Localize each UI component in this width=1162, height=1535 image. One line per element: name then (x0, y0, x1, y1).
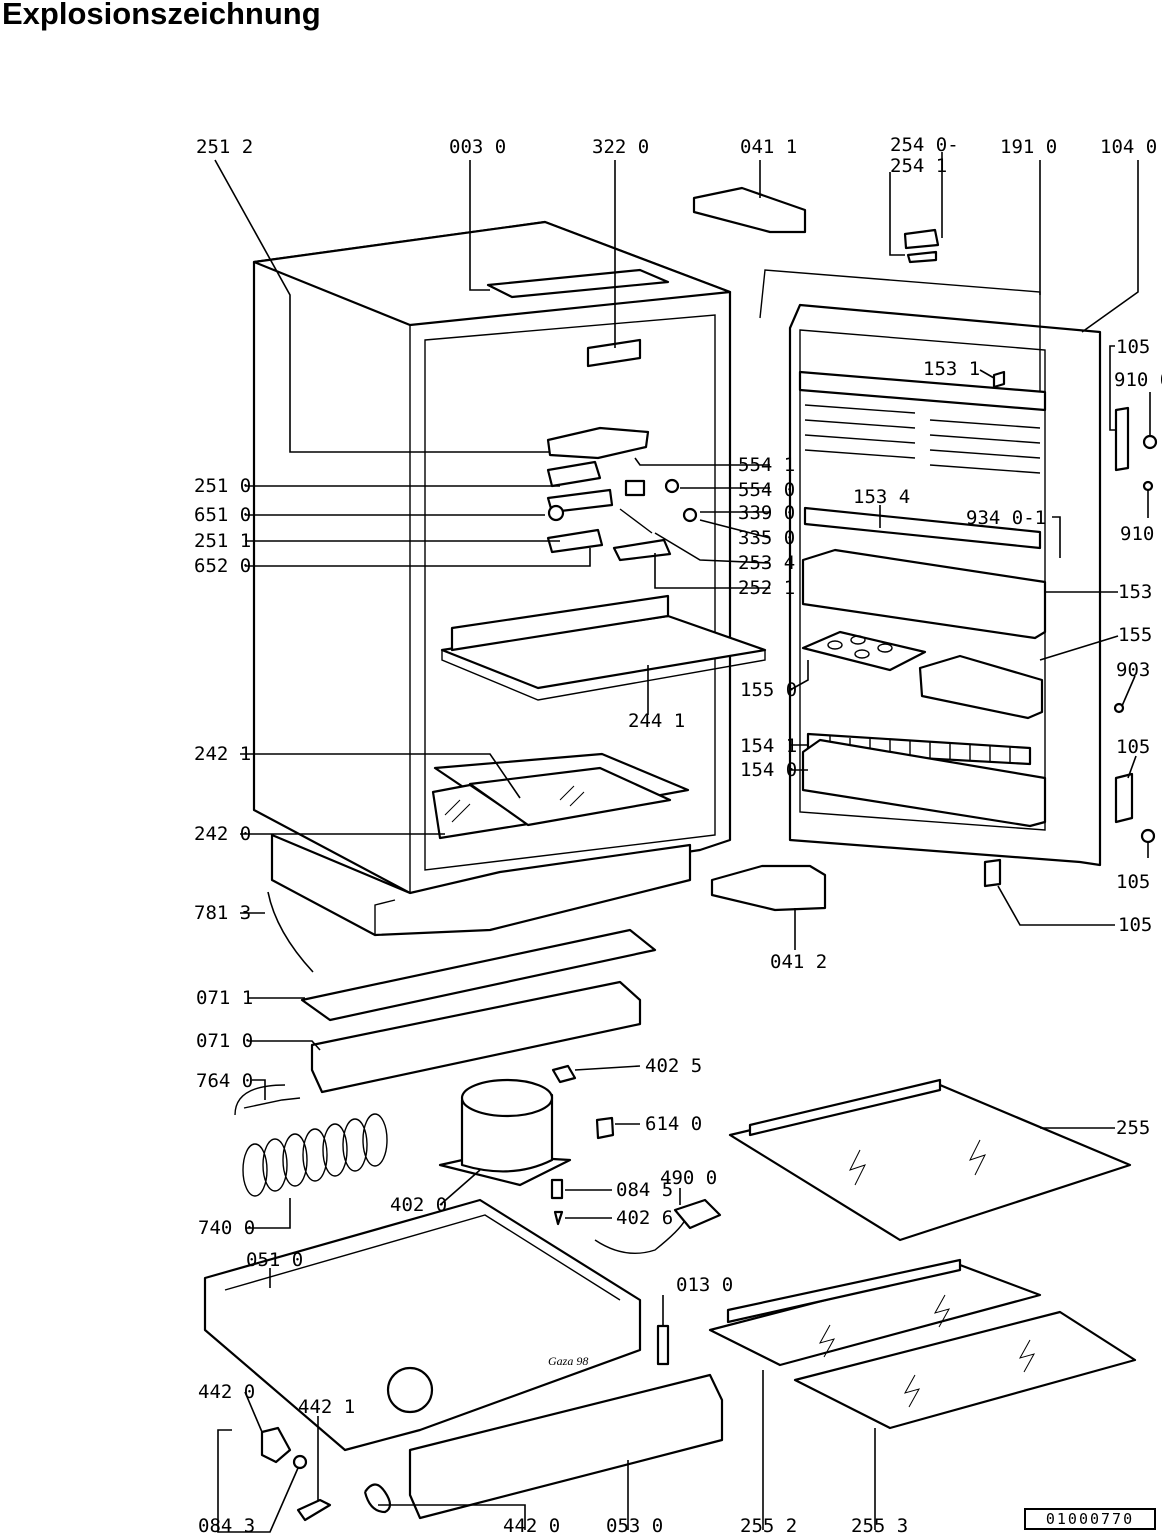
label-071-1: 071 1 (196, 987, 253, 1009)
label-105-0: 105 0 (1118, 914, 1162, 936)
label-402-6: 402 6 (616, 1207, 673, 1229)
label-652-0: 652 0 (194, 555, 251, 577)
label-614-0: 614 0 (645, 1113, 702, 1135)
label-244-1: 244 1 (628, 710, 685, 732)
label-322-0: 322 0 (592, 136, 649, 158)
label-071-0: 071 0 (196, 1030, 253, 1052)
label-740-0: 740 0 (198, 1217, 255, 1239)
label-910-1: 910 1 (1120, 523, 1162, 545)
label-041-2: 041 2 (770, 951, 827, 973)
label-105-9: 105 9 (1116, 336, 1162, 358)
label-554-1: 554 1 (738, 454, 795, 476)
label-255-3: 255 3 (851, 1515, 908, 1535)
leader-lines (214, 152, 1151, 1533)
label-105-7: 105 7 (1116, 871, 1162, 893)
part-labels: 251 2 003 0 322 0 041 1 254 0- 254 1 191… (194, 134, 1162, 1535)
label-104-0: 104 0 (1100, 136, 1157, 158)
signature-text: Gaza 98 (548, 1354, 588, 1368)
label-442-0-upper: 442 0 (198, 1381, 255, 1403)
label-255-2: 255 2 (740, 1515, 797, 1535)
label-242-1: 242 1 (194, 743, 251, 765)
label-053-0: 053 0 (606, 1515, 663, 1535)
label-155-1: 155 1 (1118, 624, 1162, 646)
label-251-2: 251 2 (196, 136, 253, 158)
label-339-0: 339 0 (738, 502, 795, 524)
label-153-4: 153 4 (853, 486, 910, 508)
label-251-0: 251 0 (194, 475, 251, 497)
label-335-0: 335 0 (738, 527, 795, 549)
label-442-0-lower: 442 0 (503, 1515, 560, 1535)
label-155-0: 155 0 (740, 679, 797, 701)
label-154-0: 154 0 (740, 759, 797, 781)
label-153-0: 153 0 (1118, 581, 1162, 603)
label-490-0: 490 0 (660, 1167, 717, 1189)
label-153-1: 153 1 (923, 358, 980, 380)
label-041-1: 041 1 (740, 136, 797, 158)
label-253-4: 253 4 (738, 552, 795, 574)
label-252-1: 252 1 (738, 577, 795, 599)
door-small-parts (692, 186, 1158, 912)
door (759, 269, 1102, 867)
label-402-5: 402 5 (645, 1055, 702, 1077)
label-251-1: 251 1 (194, 530, 251, 552)
page-title: Explosionszeichnung (2, 0, 321, 31)
label-254-0: 254 0- (890, 134, 959, 156)
label-442-1: 442 1 (298, 1396, 355, 1418)
label-255-1: 255 1 (1116, 1117, 1162, 1139)
label-402-0: 402 0 (390, 1194, 447, 1216)
label-191-0: 191 0 (1000, 136, 1057, 158)
label-084-5: 084 5 (616, 1179, 673, 1201)
label-013-0: 013 0 (676, 1274, 733, 1296)
label-084-3: 084 3 (198, 1515, 255, 1535)
label-105-8: 105 8 (1116, 736, 1162, 758)
drawing-code-box: 01000770 (1024, 1508, 1156, 1530)
label-051-0: 051 0 (246, 1249, 303, 1271)
label-781-3: 781 3 (194, 902, 251, 924)
label-910-0: 910 0 (1114, 369, 1162, 391)
label-934-0-1: 934 0-1 (966, 507, 1046, 529)
label-154-1: 154 1 (740, 735, 797, 757)
label-254-1: 254 1 (890, 155, 947, 177)
label-554-0: 554 0 (738, 479, 795, 501)
label-651-0: 651 0 (194, 504, 251, 526)
lower-components: Gaza 98 (203, 891, 1137, 1522)
cabinet-body (252, 220, 767, 937)
label-764-0: 764 0 (196, 1070, 253, 1092)
label-903-2: 903 2 (1116, 659, 1162, 681)
label-242-0: 242 0 (194, 823, 251, 845)
label-003-0: 003 0 (449, 136, 506, 158)
